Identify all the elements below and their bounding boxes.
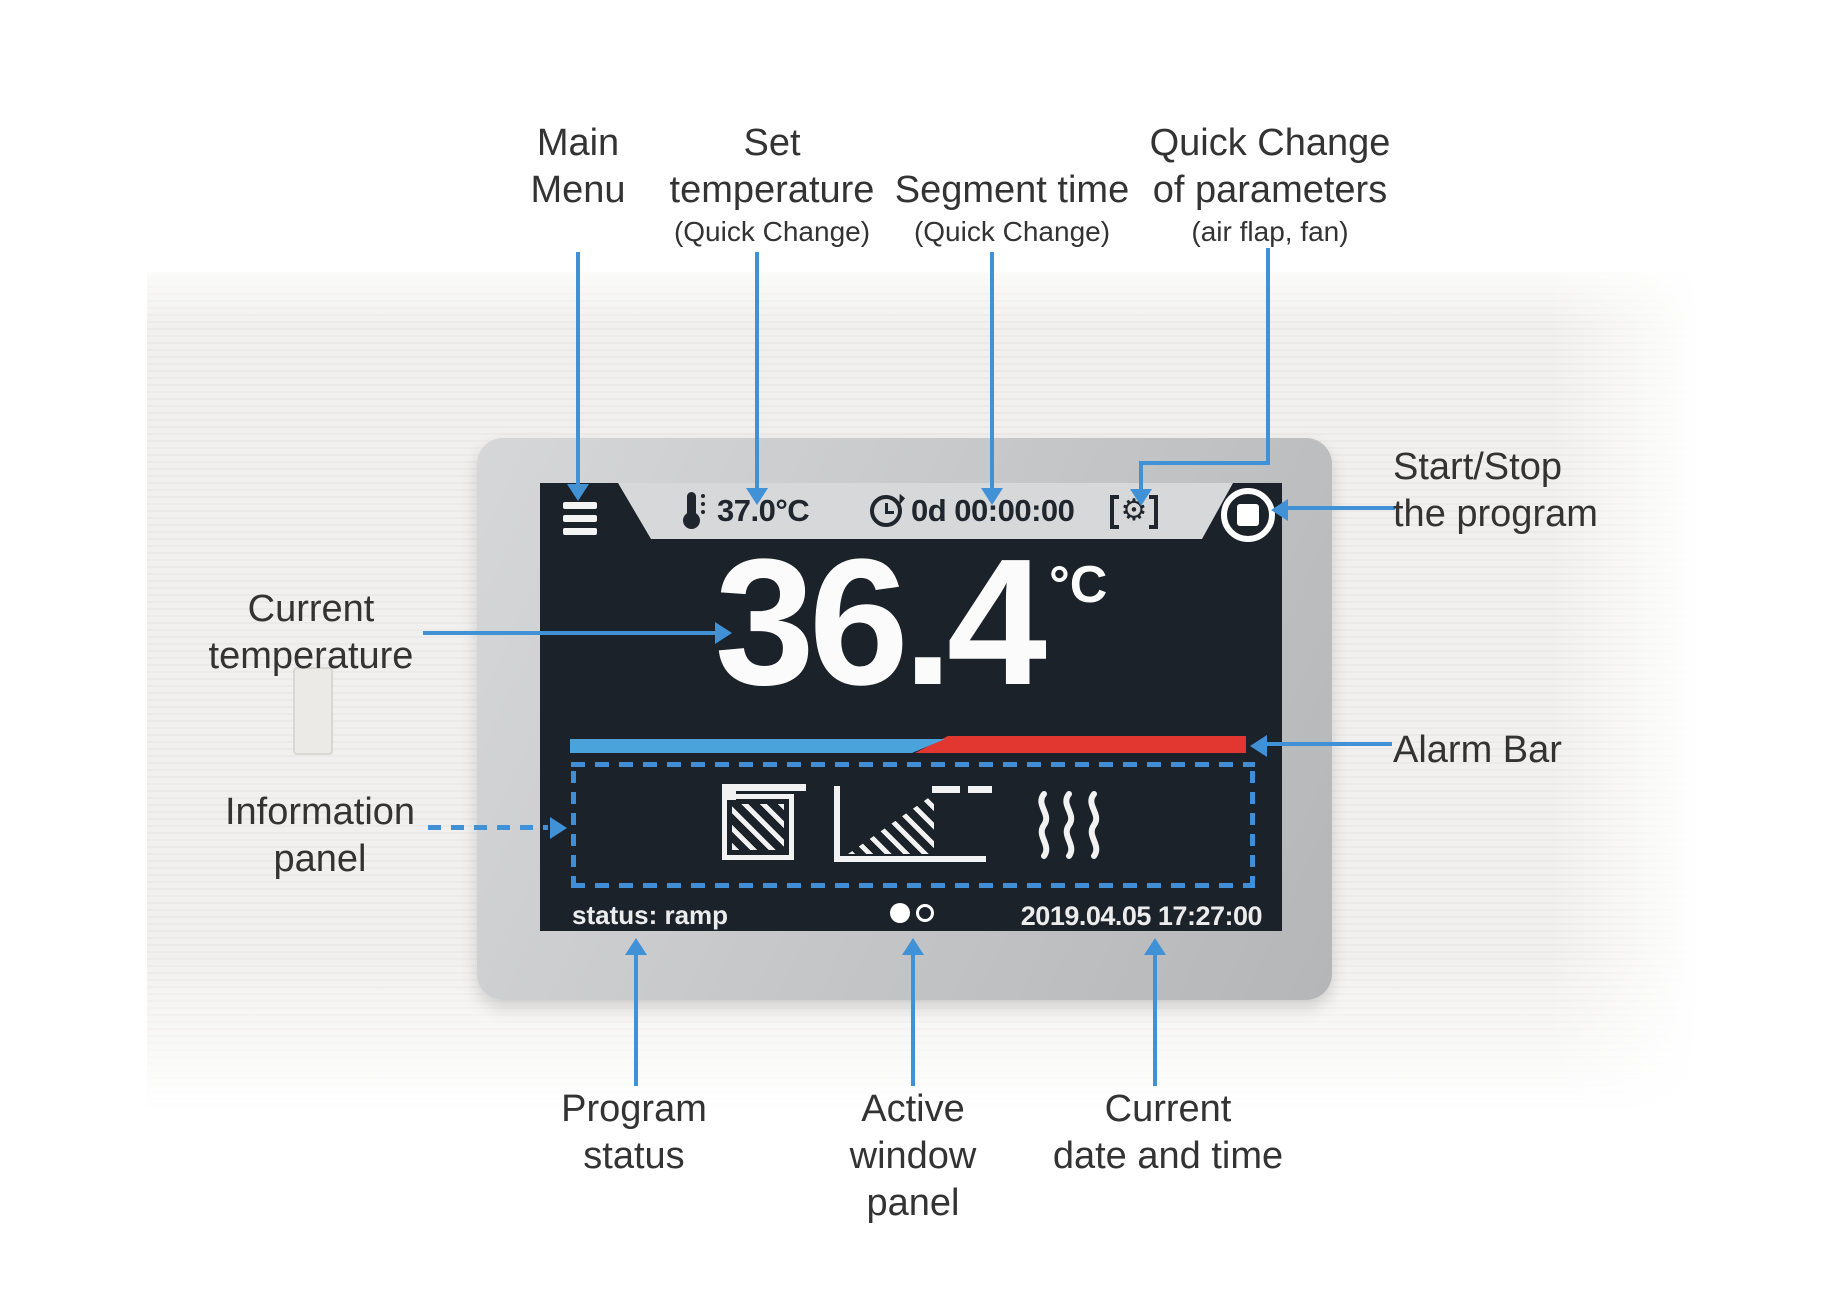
arrow-main-menu	[576, 252, 580, 484]
label-quick-change: Quick Change of parameters (air flap, fa…	[1149, 122, 1391, 247]
label-program-status: Program status	[561, 1088, 707, 1177]
device-right-fade	[1548, 272, 1713, 1134]
air-flap-icon	[722, 784, 806, 862]
label-main-menu: Main Menu	[530, 122, 626, 211]
arrow-set-temperature	[755, 252, 759, 488]
heating-icon	[1038, 791, 1100, 859]
set-temperature-thermometer-icon	[682, 492, 708, 530]
label-alarm-bar: Alarm Bar	[1393, 729, 1562, 771]
current-temperature-value: 36.4	[714, 522, 1047, 723]
arrow-start-stop	[1287, 506, 1395, 510]
start-stop-button[interactable]	[1221, 488, 1275, 542]
arrowhead-current-temperature	[715, 622, 732, 644]
arrowhead-set-temperature	[746, 488, 768, 505]
label-segment-time: Segment time (Quick Change)	[894, 169, 1130, 247]
arrowhead-information-panel	[550, 817, 567, 839]
current-temperature-unit: °C	[1048, 556, 1108, 614]
arrow-quick-change-drop	[1139, 461, 1143, 489]
arrowhead-main-menu	[567, 484, 589, 501]
alarm-bar-red-segment	[915, 736, 1246, 753]
program-status-text: status: ramp	[572, 900, 729, 930]
arrowhead-alarm-bar	[1250, 735, 1267, 757]
label-current-date-time: Current date and time	[1052, 1088, 1284, 1177]
alarm-bar-blue-segment	[570, 739, 945, 753]
arrow-current-date-time	[1153, 952, 1157, 1086]
arrow-current-temperature	[423, 631, 715, 635]
label-set-temperature: Set temperature (Quick Change)	[669, 122, 875, 247]
segment-time-clock-icon	[870, 493, 906, 527]
controller-screen: 37.0°C 0d 00:00:00 ⚙ 36.4 °C	[540, 483, 1282, 931]
arrow-active-window	[911, 952, 915, 1086]
alarm-bar	[570, 736, 1246, 753]
ramp-icon	[834, 786, 992, 862]
arrowhead-program-status	[625, 938, 647, 955]
main-menu-icon[interactable]	[563, 502, 597, 537]
set-temperature-quick-change[interactable]: 37.0°C	[682, 483, 810, 539]
label-information-panel: Information panel	[224, 791, 416, 880]
arrowhead-active-window	[902, 938, 924, 955]
arrow-information-panel	[428, 825, 548, 830]
active-window-page-indicator[interactable]	[890, 903, 934, 923]
arrow-quick-change-horizontal	[1141, 461, 1270, 465]
device-handle-slot	[293, 667, 333, 755]
stop-icon	[1237, 504, 1259, 526]
arrowhead-current-date-time	[1144, 938, 1166, 955]
inactive-page-dot[interactable]	[916, 904, 934, 922]
arrow-alarm-bar	[1266, 742, 1392, 746]
label-active-window-panel: Active window panel	[849, 1088, 977, 1224]
arrow-segment-time	[990, 252, 994, 488]
arrowhead-start-stop	[1271, 499, 1288, 521]
arrowhead-segment-time	[981, 488, 1003, 505]
current-temperature-display: 36.4 °C	[540, 522, 1282, 723]
label-start-stop: Start/Stop the program	[1393, 446, 1598, 535]
arrowhead-quick-change	[1130, 489, 1152, 506]
arrow-quick-change-vertical	[1266, 248, 1270, 465]
label-current-temperature: Current temperature	[208, 588, 414, 677]
active-page-dot[interactable]	[890, 903, 910, 923]
current-datetime-text: 2019.04.05 17:27:00	[1020, 901, 1263, 931]
information-panel[interactable]	[571, 762, 1255, 888]
arrow-program-status	[634, 952, 638, 1086]
